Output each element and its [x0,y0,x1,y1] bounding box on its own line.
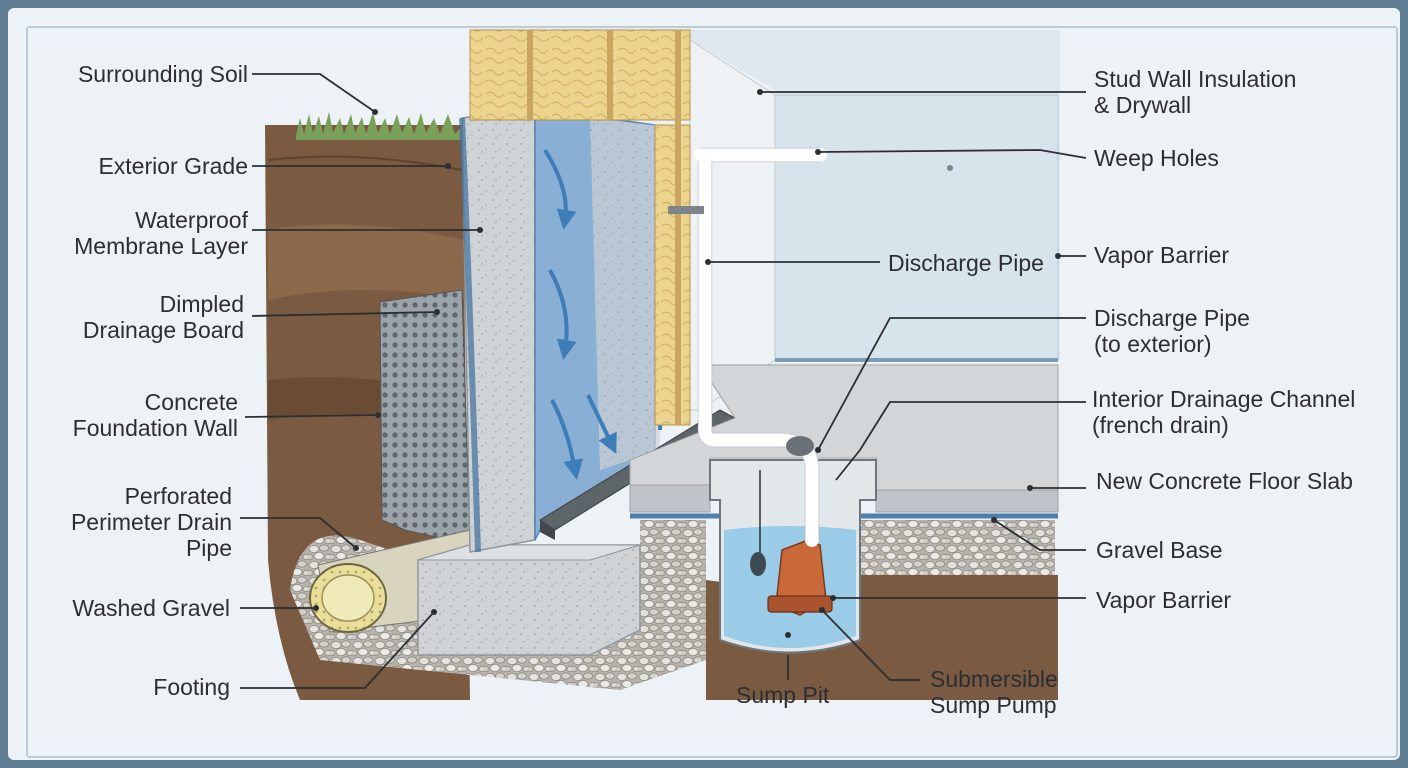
footing [417,544,641,656]
label-washed-gravel: Washed Gravel [72,595,230,621]
frame-border [26,26,1398,758]
concrete-floor-slab [629,364,1059,491]
label-perforated-drain-pipe: Perforated Perimeter Drain Pipe [70,483,232,561]
label-exterior-grade: Exterior Grade [98,153,248,179]
label-footing: Footing [153,674,230,700]
label-discharge-pipe-mid: Discharge Pipe [888,250,1044,276]
label-vapor-barrier-top: Vapor Barrier [1094,242,1230,268]
gravel-base-fill [860,520,1055,575]
label-dimpled-drainage-board: Dimpled Drainage Board [82,291,244,343]
label-gravel-base: Gravel Base [1096,537,1223,563]
label-floor-slab: New Concrete Floor Slab [1096,468,1353,494]
label-vapor-barrier-bottom: Vapor Barrier [1096,587,1232,613]
label-sump-pit: Sump Pit [736,682,830,708]
stud-wall-insulation [469,29,691,121]
room-right-wall [774,94,1059,361]
label-concrete-foundation-wall: Concrete Foundation Wall [72,389,238,441]
label-surrounding-soil: Surrounding Soil [77,61,248,87]
dimpled-drainage-board [379,289,471,546]
label-stud-wall: Stud Wall Insulation & Drywall [1094,66,1297,118]
label-sump-pump: Submersible Sump Pump [930,666,1058,718]
leader-lines [240,73,1087,689]
grass [296,112,462,140]
label-interior-drainage-channel: Interior Drainage Channel (french drain) [1092,386,1356,438]
label-discharge-pipe-exterior: Discharge Pipe (to exterior) [1094,305,1250,357]
label-waterproof-membrane: Waterproof Membrane Layer [74,207,248,259]
label-weep-holes: Weep Holes [1094,145,1219,171]
